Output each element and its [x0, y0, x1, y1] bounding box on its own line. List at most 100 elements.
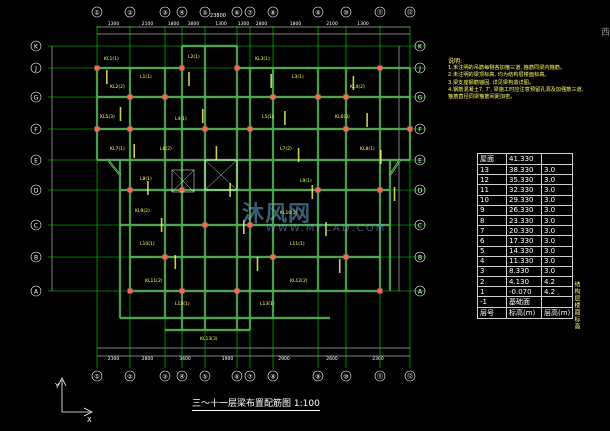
axis-bubble-label: K: [34, 43, 39, 50]
axis-bubble-label: ①: [94, 373, 99, 380]
corner-char: 西: [600, 28, 610, 38]
table-cell: 3.0: [540, 255, 574, 267]
table-cell: 9: [477, 204, 507, 216]
table-cell: 29.330: [506, 194, 542, 206]
table-side-label: 结构层楼面标高: [573, 281, 580, 330]
axis-bubble-label: A: [34, 288, 39, 295]
table-cell: 3.0: [540, 204, 574, 216]
shaft-cross: [204, 159, 238, 191]
axis-bubble-label: D: [34, 187, 39, 194]
axis-bubble: [30, 62, 42, 74]
beam-label-vertical: [380, 150, 382, 164]
dim-text-top: 3800: [188, 21, 200, 27]
beam-label-vertical: [215, 146, 218, 160]
column: [270, 254, 276, 260]
table-cell: 10: [477, 194, 507, 206]
axis-bubble: [374, 370, 386, 382]
axis-bubble: [30, 123, 42, 135]
axis-bubble-label: ⑤: [202, 9, 207, 16]
axis-bubble: [176, 6, 188, 18]
beam-label-vertical: [366, 113, 368, 127]
beam-label: KL9(2): [135, 208, 150, 214]
column: [94, 126, 100, 132]
table-cell: 基础面: [506, 296, 542, 309]
beam-core: [107, 159, 121, 176]
table-cell: 3.0: [540, 194, 574, 206]
beam-label: L1(1): [140, 74, 152, 80]
beam-label-vertical: [188, 72, 190, 86]
beam-label-vertical: [311, 185, 314, 199]
column: [343, 254, 349, 260]
axis-bubble-label: A: [418, 288, 423, 295]
beam-label: KL1(1): [104, 56, 119, 62]
beam-label: KL3(1): [255, 56, 270, 62]
table-cell: 3.0: [540, 235, 574, 247]
table-cell: 层号: [477, 307, 507, 320]
beam-label-vertical: [325, 222, 327, 236]
beam-label: KL4(2): [350, 84, 365, 90]
beam-label: KL8(1): [360, 146, 375, 152]
ucs-icon: [57, 377, 93, 417]
table-cell: 3.0: [540, 163, 574, 176]
table-cell: 12: [477, 174, 507, 186]
beam-label-vertical: [338, 259, 341, 273]
axis-bubble: [30, 251, 42, 263]
drawing-title: 三～十一层梁布置配筋图 1:100: [192, 396, 320, 411]
column: [179, 65, 185, 71]
beam-label-vertical: [270, 74, 272, 88]
axis-bubble-label: ⑨: [315, 9, 320, 16]
axis-bubble-label: K: [418, 43, 423, 50]
axis-bubble: [312, 6, 324, 18]
axis-bubble: [404, 370, 416, 382]
beam-label: L13(1): [260, 301, 275, 307]
note-line: 4.钢筋混凝土7, 7', 梁施工时应注意预留孔洞及加强筋三道,: [448, 86, 584, 93]
shaft: [204, 159, 238, 191]
table-cell: 35.330: [506, 174, 542, 186]
ucs-y-label: Y: [54, 382, 60, 390]
axis-bubble: [124, 6, 136, 18]
beam-label: L7(2): [280, 146, 292, 152]
column: [179, 288, 185, 294]
axis-bubble-label: ⑥: [234, 373, 239, 380]
axis-bubble-label: B: [34, 254, 38, 261]
dim-text-top: 1300: [215, 21, 227, 27]
design-notes: 说明: 1.未注明的吊筋每侧各加箍三道, 箍筋同梁内箍筋。 2.未注明的梁顶标高…: [448, 58, 598, 101]
axis-bubble-label: D: [418, 187, 423, 194]
axis-bubble: [30, 285, 42, 297]
axis-bubble: [414, 91, 426, 103]
axis-bubble-label: ⑪: [377, 8, 383, 16]
column: [247, 222, 253, 228]
axis-bubble-label: G: [34, 94, 39, 101]
axis-bubble: [340, 6, 352, 18]
beam-label: L4(1): [175, 116, 187, 122]
table-cell: 3.0: [540, 174, 574, 186]
beam-label-vertical: [106, 70, 108, 84]
column: [127, 94, 133, 100]
table-cell: 3.0: [540, 225, 574, 237]
note-line: 箍筋直径同梁箍筋间距加密。: [448, 94, 516, 101]
table-cell: 26.330: [506, 204, 542, 216]
axis-bubble-label: ⑦: [247, 373, 253, 380]
axis-bubble-label: ⑫: [407, 372, 413, 380]
axis-bubble: [231, 6, 243, 18]
table-cell: 屋面: [477, 153, 507, 165]
column: [202, 126, 208, 132]
column: [343, 94, 349, 100]
note-line: 3.梁支座钢筋锚固, 详见梁构造详图。: [448, 79, 535, 86]
axis-bubble-label: E: [34, 157, 38, 164]
axis-bubble: [414, 154, 426, 166]
axis-bubble-label: J: [418, 65, 421, 72]
beam-label-vertical: [297, 148, 300, 162]
column: [179, 187, 185, 193]
table-cell: 7: [477, 225, 507, 237]
axis-bubble-label: ④: [179, 9, 184, 16]
axis-bubble-label: ④: [179, 373, 184, 380]
